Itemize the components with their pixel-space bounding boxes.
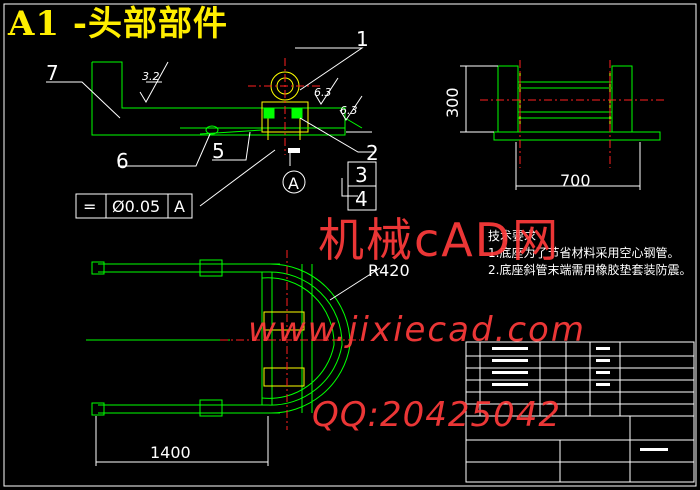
side-view: [493, 65, 661, 141]
balloon-4: 4: [355, 187, 368, 211]
tolerance-value: Ø0.05: [112, 197, 160, 216]
balloon-5: 5: [212, 139, 225, 163]
tolerance-datum: A: [174, 197, 185, 216]
balloon-3: 3: [355, 163, 368, 187]
datum-triangle: [288, 148, 300, 153]
dimension-width: 700: [560, 171, 591, 190]
roughness-2: 6.3: [314, 86, 332, 99]
roughness-1: 3.2: [142, 70, 160, 83]
title-block: [465, 341, 695, 483]
balloon-6: 6: [116, 149, 129, 173]
watermark-qq: QQ:20425042: [312, 395, 562, 435]
datum-circle: [282, 170, 306, 194]
balloon-1: 1: [356, 27, 369, 51]
side-centerlines: [480, 60, 665, 168]
roughness-labels: 3.2 6.3 6.3: [142, 70, 358, 117]
front-view: [91, 61, 363, 140]
watermark-site-name: 机械cAD网: [318, 213, 561, 267]
leader-lines: [46, 47, 374, 207]
tech-item-2: 2.底座斜管末端需用橡胶垫套装防震。: [488, 263, 692, 277]
tech-item-1: 1.底座为了节省材料采用空心钢管。: [488, 246, 680, 260]
dimension-height: 300: [443, 87, 462, 118]
top-view: [86, 259, 351, 417]
front-centerlines: [248, 58, 322, 155]
balloon-2: 2: [366, 141, 379, 165]
technical-requirements: 技术要求 1.底座为了节省材料采用空心钢管。 2.底座斜管末端需用橡胶垫套装防震…: [488, 228, 693, 279]
tolerance-symbol: =: [83, 197, 96, 216]
datum-label: A: [288, 174, 299, 193]
balloon-7: 7: [46, 61, 59, 85]
roughness-3: 6.3: [340, 104, 358, 117]
title-block-text-marks: [492, 347, 668, 451]
tolerance-frame: [75, 193, 193, 219]
dimension-length: 1400: [150, 443, 191, 462]
watermark-url: www.jixiecad.com: [248, 310, 586, 350]
drawing-title: A1 -头部部件: [8, 4, 228, 44]
dimension-radius: R420: [368, 261, 410, 280]
drawing-border: [3, 3, 697, 487]
balloon-labels: 1 2 3 4 5 6 7: [46, 27, 379, 211]
side-dimensions: [460, 65, 641, 190]
tech-heading: 技术要求: [488, 229, 537, 243]
top-centerlines: [220, 250, 360, 430]
top-dimensions: [95, 267, 381, 466]
